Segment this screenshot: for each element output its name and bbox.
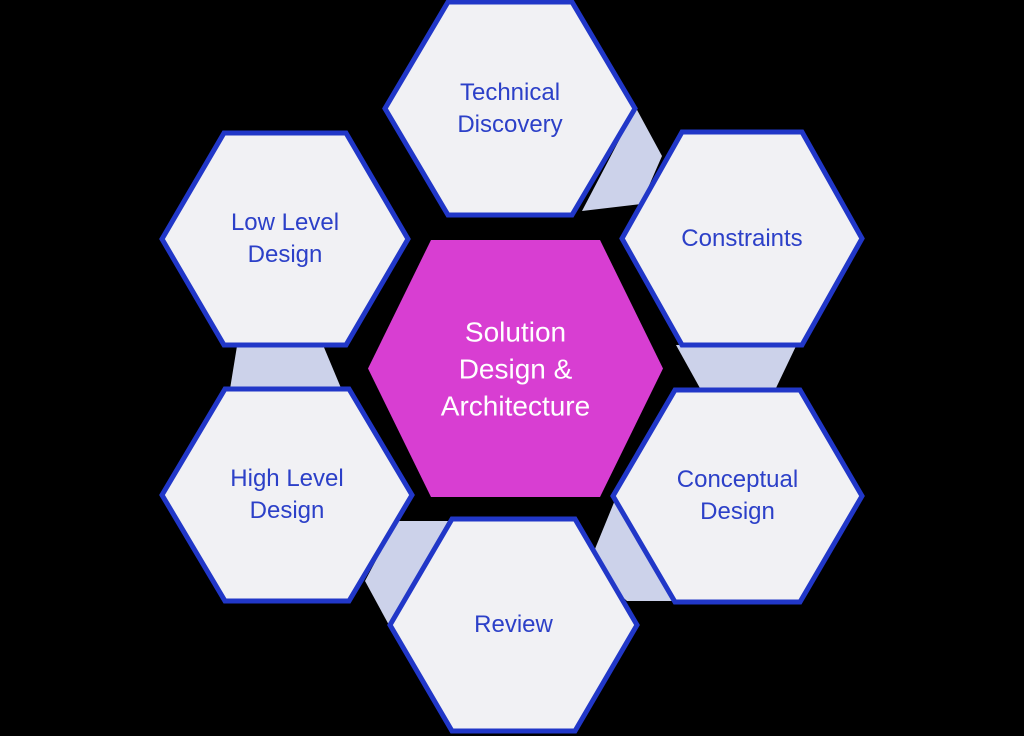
connector-high-level-design-to-low-level-design [230, 345, 341, 389]
connector-review-to-high-level-design [365, 521, 448, 627]
connector-technical-discovery-to-constraints [582, 108, 662, 211]
conceptual-design-hexagon [610, 387, 865, 605]
high-level-design-hexagon [159, 386, 415, 604]
review-hexagon [387, 516, 640, 734]
technical-discovery-hexagon [382, 0, 638, 218]
low-level-design-hexagon [159, 130, 411, 348]
connector-constraints-to-conceptual-design [676, 344, 797, 390]
constraints-hexagon [619, 129, 865, 348]
solution-design-architecture-hexagon [368, 240, 663, 497]
